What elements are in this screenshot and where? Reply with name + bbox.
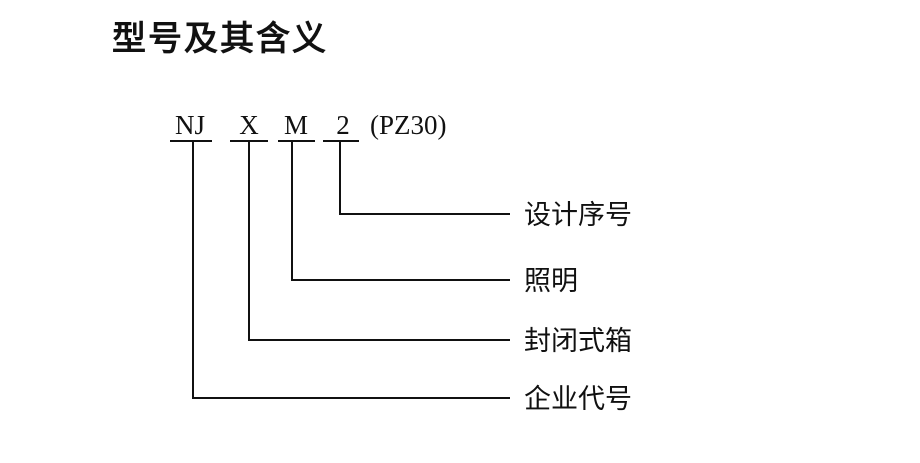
meaning-label-design-serial: 设计序号 — [524, 200, 632, 231]
leader-line-m — [291, 141, 510, 281]
code-segment-m: M — [284, 110, 308, 140]
meaning-label-company-code: 企业代号 — [524, 384, 632, 415]
meaning-label-lighting: 照明 — [524, 266, 578, 297]
meaning-label-enclosed-box: 封闭式箱 — [524, 326, 632, 357]
code-suffix: (PZ30) — [370, 110, 447, 140]
diagram-title: 型号及其含义 — [112, 19, 328, 59]
leader-line-nj — [192, 141, 510, 399]
leader-line-x — [248, 141, 510, 341]
code-segment-x: X — [239, 110, 259, 140]
code-segment-2: 2 — [336, 110, 350, 140]
code-segment-nj: NJ — [175, 110, 205, 140]
leader-line-2 — [339, 141, 510, 215]
